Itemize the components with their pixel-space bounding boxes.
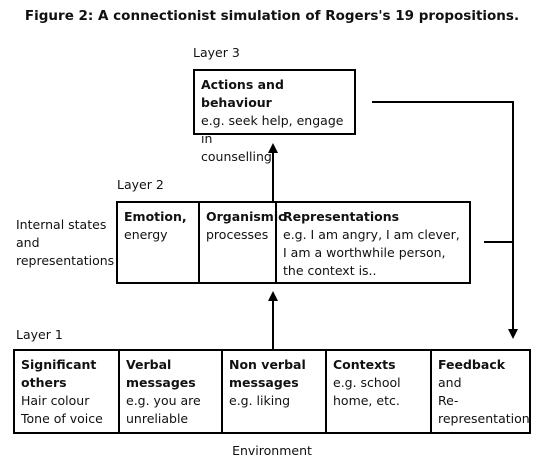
emotion-line-1: energy [124,227,168,242]
actions-behaviour-box: Actions and behaviour e.g. seek help, en… [193,69,356,164]
layer1-label: Layer 1 [16,327,63,342]
actions-behaviour-cell: Actions and behaviour e.g. seek help, en… [195,71,354,164]
non-verbal-messages-line-1: e.g. liking [229,393,291,408]
significant-others-title-2: others [21,375,67,390]
verbal-messages-line-1: e.g. you are [126,393,201,408]
contexts-cell: Contexts e.g. school home, etc. [325,351,430,432]
organismic-line-1: processes [206,227,269,242]
feedback-title-suffix: and [438,375,462,390]
layer2-box: Emotion, energy Organismic processes Rep… [116,201,471,284]
figure-caption: Figure 2: A connectionist simulation of … [24,8,520,24]
actions-behaviour-title: Actions and behaviour [201,77,284,110]
layer1-box: Significant others Hair colour Tone of v… [13,349,531,434]
emotion-title: Emotion, [124,209,187,224]
representations-line-2: I am a worthwhile person, [283,245,446,260]
organismic-cell: Organismic processes [198,203,286,282]
feedback-line-2: representation [438,411,530,426]
verbal-messages-cell: Verbal messages e.g. you are unreliable [118,351,221,432]
significant-others-cell: Significant others Hair colour Tone of v… [15,351,118,432]
non-verbal-messages-title-2: messages [229,375,299,390]
verbal-messages-title-1: Verbal [126,357,172,372]
verbal-messages-line-2: unreliable [126,411,189,426]
actions-behaviour-line-1: e.g. seek help, engage in [201,113,344,146]
representations-line-1: e.g. I am angry, I am clever, [283,227,460,242]
actions-behaviour-line-2: counselling [201,149,272,164]
representations-cell: Representations e.g. I am angry, I am cl… [275,203,469,282]
arrow-actions-to-feedback [372,101,518,339]
feedback-line-1: Re- [438,393,459,408]
significant-others-line-2: Tone of voice [21,411,103,426]
internal-states-line-3: representations [16,253,115,268]
layer2-label: Layer 2 [117,177,164,192]
layer3-label: Layer 3 [193,45,240,60]
contexts-line-2: home, etc. [333,393,400,408]
significant-others-line-1: Hair colour [21,393,90,408]
representations-line-3: the context is.. [283,263,377,278]
representations-title: Representations [283,209,400,224]
organismic-title: Organismic [206,209,286,224]
non-verbal-messages-title-1: Non verbal [229,357,306,372]
feedback-title-row: Feedback and [438,356,525,392]
contexts-title: Contexts [333,357,396,372]
feedback-title: Feedback [438,357,506,372]
contexts-line-1: e.g. school [333,375,401,390]
internal-states-label: Internal states and representations [16,216,114,270]
emotion-cell: Emotion, energy [118,203,198,282]
internal-states-line-2: and [16,235,40,250]
environment-label: Environment [232,443,312,458]
significant-others-title-1: Significant [21,357,97,372]
non-verbal-messages-cell: Non verbal messages e.g. liking [221,351,325,432]
internal-states-line-1: Internal states [16,217,107,232]
feedback-cell: Feedback and Re- representation [430,351,530,432]
verbal-messages-title-2: messages [126,375,196,390]
